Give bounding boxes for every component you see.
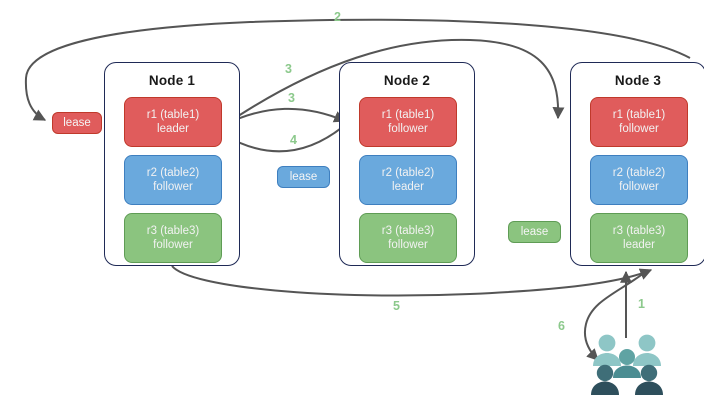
replica-name: r1 (table1) [612, 109, 666, 121]
person-back-right [633, 334, 661, 366]
replica-name: r1 (table1) [381, 109, 435, 121]
person-front-left [591, 364, 619, 395]
replica-role: leader [392, 181, 424, 193]
edge-label-6: 6 [558, 319, 565, 333]
replica-r2-node3[interactable]: r2 (table2) follower [590, 155, 688, 205]
replica-name: r3 (table3) [146, 225, 200, 237]
replica-r3-node2[interactable]: r3 (table3) follower [359, 213, 457, 263]
replica-name: r1 (table1) [146, 109, 200, 121]
edge-5-path [171, 265, 653, 297]
edge-3-to-node2-path [221, 107, 347, 127]
replica-role: leader [157, 123, 189, 135]
replica-r1-node1[interactable]: r1 (table1) leader [124, 97, 222, 147]
lease-badge-blue[interactable]: lease [277, 166, 330, 188]
people-group-icon [591, 334, 663, 395]
replica-role: follower [619, 123, 659, 135]
replica-r2-node2[interactable]: r2 (table2) leader [359, 155, 457, 205]
replica-role: leader [623, 239, 655, 251]
node-title: Node 3 [614, 73, 662, 88]
replica-name: r3 (table3) [381, 225, 435, 237]
replica-r1-node3[interactable]: r1 (table1) follower [590, 97, 688, 147]
replica-role: follower [619, 181, 659, 193]
node-box-2[interactable]: Node 2 r1 (table1) follower r2 (table2) … [339, 62, 475, 266]
replica-r3-node1[interactable]: r3 (table3) follower [124, 213, 222, 263]
edge-label-5: 5 [393, 299, 400, 313]
replica-role: follower [153, 239, 193, 251]
person-middle [613, 349, 641, 378]
edge-label-1: 1 [638, 297, 645, 311]
replica-name: r2 (table2) [381, 167, 435, 179]
edge-4-path [224, 124, 346, 153]
lease-badge-red[interactable]: lease [52, 112, 102, 134]
replica-r2-node1[interactable]: r2 (table2) follower [124, 155, 222, 205]
person-back-left [593, 334, 621, 366]
replica-name: r2 (table2) [612, 167, 666, 179]
edge-label-2: 2 [334, 10, 341, 24]
edge-label-4: 4 [290, 133, 297, 147]
replica-name: r3 (table3) [612, 225, 666, 237]
replica-role: follower [388, 239, 428, 251]
replica-role: follower [153, 181, 193, 193]
edge-label-3-upper: 3 [285, 62, 292, 76]
replica-role: follower [388, 123, 428, 135]
person-front-right [635, 364, 663, 395]
replica-name: r2 (table2) [146, 167, 200, 179]
replica-r1-node2[interactable]: r1 (table1) follower [359, 97, 457, 147]
replica-r3-node3[interactable]: r3 (table3) leader [590, 213, 688, 263]
node-box-1[interactable]: Node 1 r1 (table1) leader r2 (table2) fo… [104, 62, 240, 266]
lease-badge-green[interactable]: lease [508, 221, 561, 243]
node-title: Node 1 [148, 73, 196, 88]
edge-label-3-lower: 3 [288, 91, 295, 105]
node-title: Node 2 [383, 73, 431, 88]
node-box-3[interactable]: Node 3 r1 (table1) follower r2 (table2) … [570, 62, 704, 266]
